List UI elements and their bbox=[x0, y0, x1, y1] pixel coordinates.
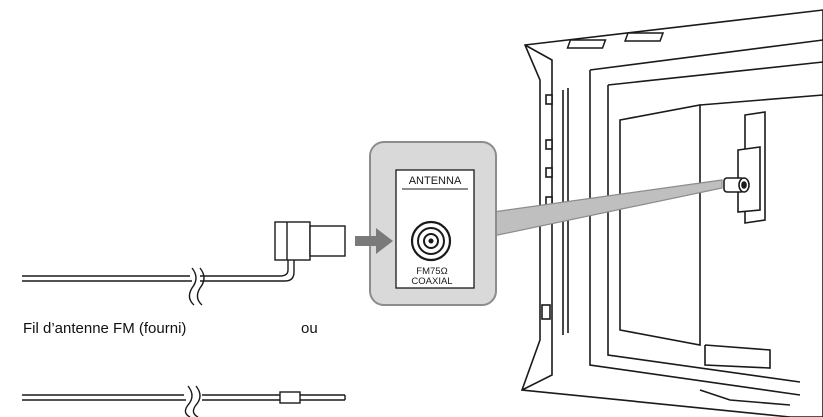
wire-tip bbox=[279, 391, 301, 404]
rear-panel-recess bbox=[619, 94, 823, 346]
fm-wire-antenna bbox=[22, 221, 346, 306]
plug-tip bbox=[309, 225, 346, 257]
top-vent-1 bbox=[566, 39, 607, 49]
antenna-callout: ANTENNA FM75Ω COAXIAL bbox=[369, 141, 497, 306]
or-word: ou bbox=[301, 320, 318, 337]
wire-break-icon bbox=[188, 267, 197, 306]
wire-caption: Fil d’antenne FM (fourni) bbox=[23, 320, 187, 337]
unit-inner-frame bbox=[589, 39, 823, 396]
unit-coaxial-jack bbox=[723, 177, 750, 193]
unit-foot bbox=[699, 389, 791, 406]
side-slot-3 bbox=[545, 167, 553, 178]
stereo-unit bbox=[520, 9, 823, 417]
coaxial-port bbox=[410, 220, 452, 262]
port-label-line1: FM75Ω bbox=[416, 266, 447, 277]
unit-outer-frame bbox=[520, 9, 823, 417]
insert-arrow-icon bbox=[355, 228, 393, 254]
top-vent-2 bbox=[623, 32, 665, 42]
side-slot-5 bbox=[541, 304, 551, 320]
plug-body bbox=[274, 221, 311, 261]
wire-break-icon-2 bbox=[184, 385, 193, 417]
panel-title: ANTENNA bbox=[409, 175, 462, 187]
side-slot-1 bbox=[545, 94, 553, 105]
rear-panel-bottom bbox=[704, 344, 771, 369]
plug-cable bbox=[200, 260, 295, 282]
port-label-line2: COAXIAL bbox=[411, 276, 452, 287]
bare-wire-end bbox=[22, 385, 346, 417]
side-slot-2 bbox=[545, 139, 553, 150]
